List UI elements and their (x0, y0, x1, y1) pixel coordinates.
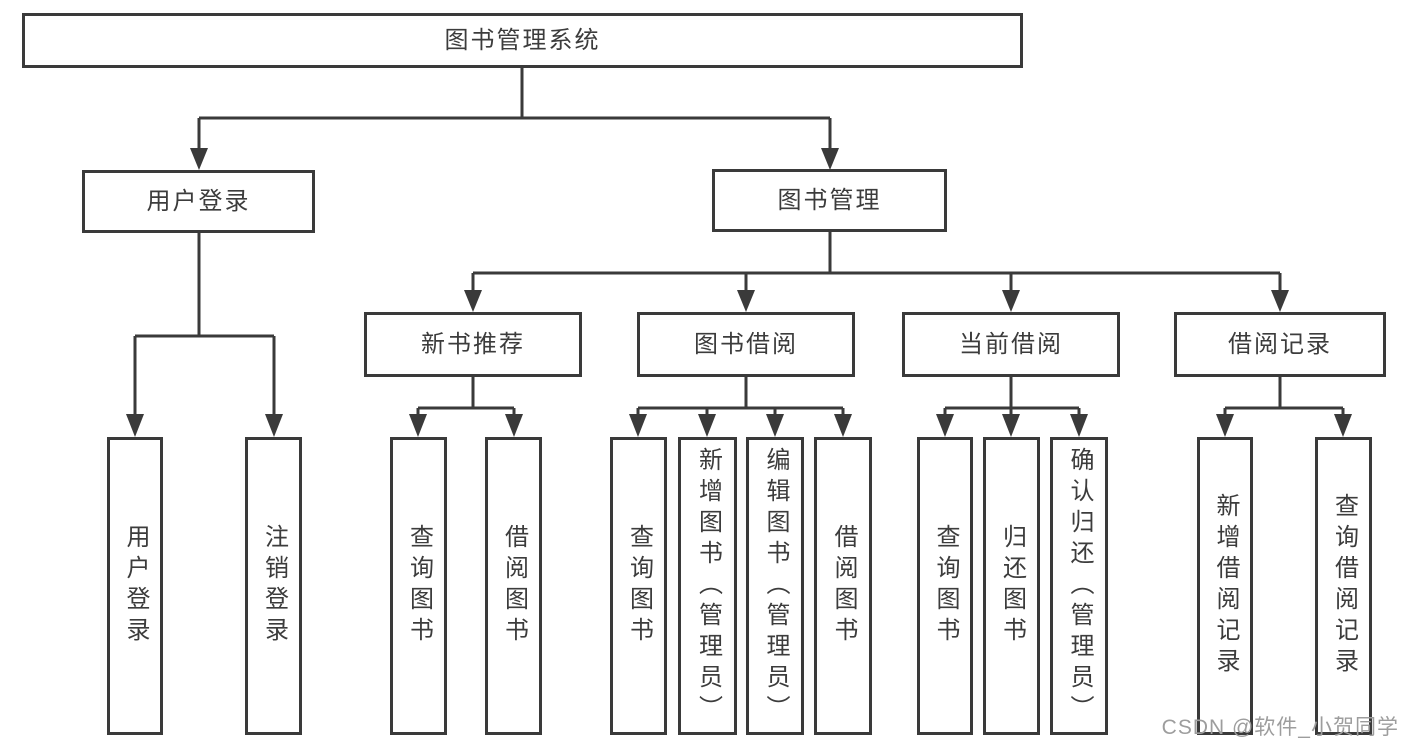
leaf-node-query-borrow-record: 查询借阅记录 (1315, 437, 1372, 735)
arrow-down-icon (737, 290, 755, 312)
leaf-node-add-borrow-record: 新增借阅记录 (1197, 437, 1253, 735)
leaf-node-add-books-admin: 新增图书（管理员） (678, 437, 737, 735)
leaf-node-query-books: 查询图书 (610, 437, 667, 735)
leaf-node-confirm-return-admin: 确认归还（管理员） (1050, 437, 1108, 735)
leaf-node-user-login: 用户登录 (107, 437, 163, 735)
node-current-borrow: 当前借阅 (902, 312, 1120, 377)
arrow-down-icon (265, 414, 283, 437)
arrow-down-icon (821, 148, 839, 170)
arrow-down-icon (936, 414, 954, 437)
node-new-book-recommend: 新书推荐 (364, 312, 582, 377)
arrow-down-icon (698, 414, 716, 437)
arrowhead-icons (126, 148, 1352, 437)
arrow-down-icon (1002, 290, 1020, 312)
connector-paths (133, 68, 1345, 420)
node-user-login: 用户登录 (82, 170, 315, 233)
node-root-system: 图书管理系统 (22, 13, 1023, 68)
arrow-down-icon (464, 290, 482, 312)
node-book-management: 图书管理 (712, 169, 947, 232)
arrow-down-icon (1334, 414, 1352, 437)
arrow-down-icon (1216, 414, 1234, 437)
arrow-down-icon (766, 414, 784, 437)
leaf-node-borrow-books: 借阅图书 (485, 437, 542, 735)
leaf-node-query-books: 查询图书 (917, 437, 973, 735)
arrow-down-icon (190, 148, 208, 170)
arrow-down-icon (409, 414, 427, 437)
arrow-down-icon (1002, 414, 1020, 437)
csdn-watermark: CSDN @软件_小贺同学 (1161, 716, 1399, 739)
arrow-down-icon (505, 414, 523, 437)
arrow-down-icon (629, 414, 647, 437)
leaf-node-borrow-books: 借阅图书 (814, 437, 872, 735)
arrow-down-icon (1070, 414, 1088, 437)
leaf-node-logout: 注销登录 (245, 437, 302, 735)
leaf-node-return-books: 归还图书 (983, 437, 1040, 735)
leaf-node-query-books: 查询图书 (390, 437, 447, 735)
node-borrow-records: 借阅记录 (1174, 312, 1386, 377)
leaf-node-edit-books-admin: 编辑图书（管理员） (746, 437, 804, 735)
arrow-down-icon (1271, 290, 1289, 312)
node-book-borrow: 图书借阅 (637, 312, 855, 377)
arrow-down-icon (126, 414, 144, 437)
arrow-down-icon (834, 414, 852, 437)
